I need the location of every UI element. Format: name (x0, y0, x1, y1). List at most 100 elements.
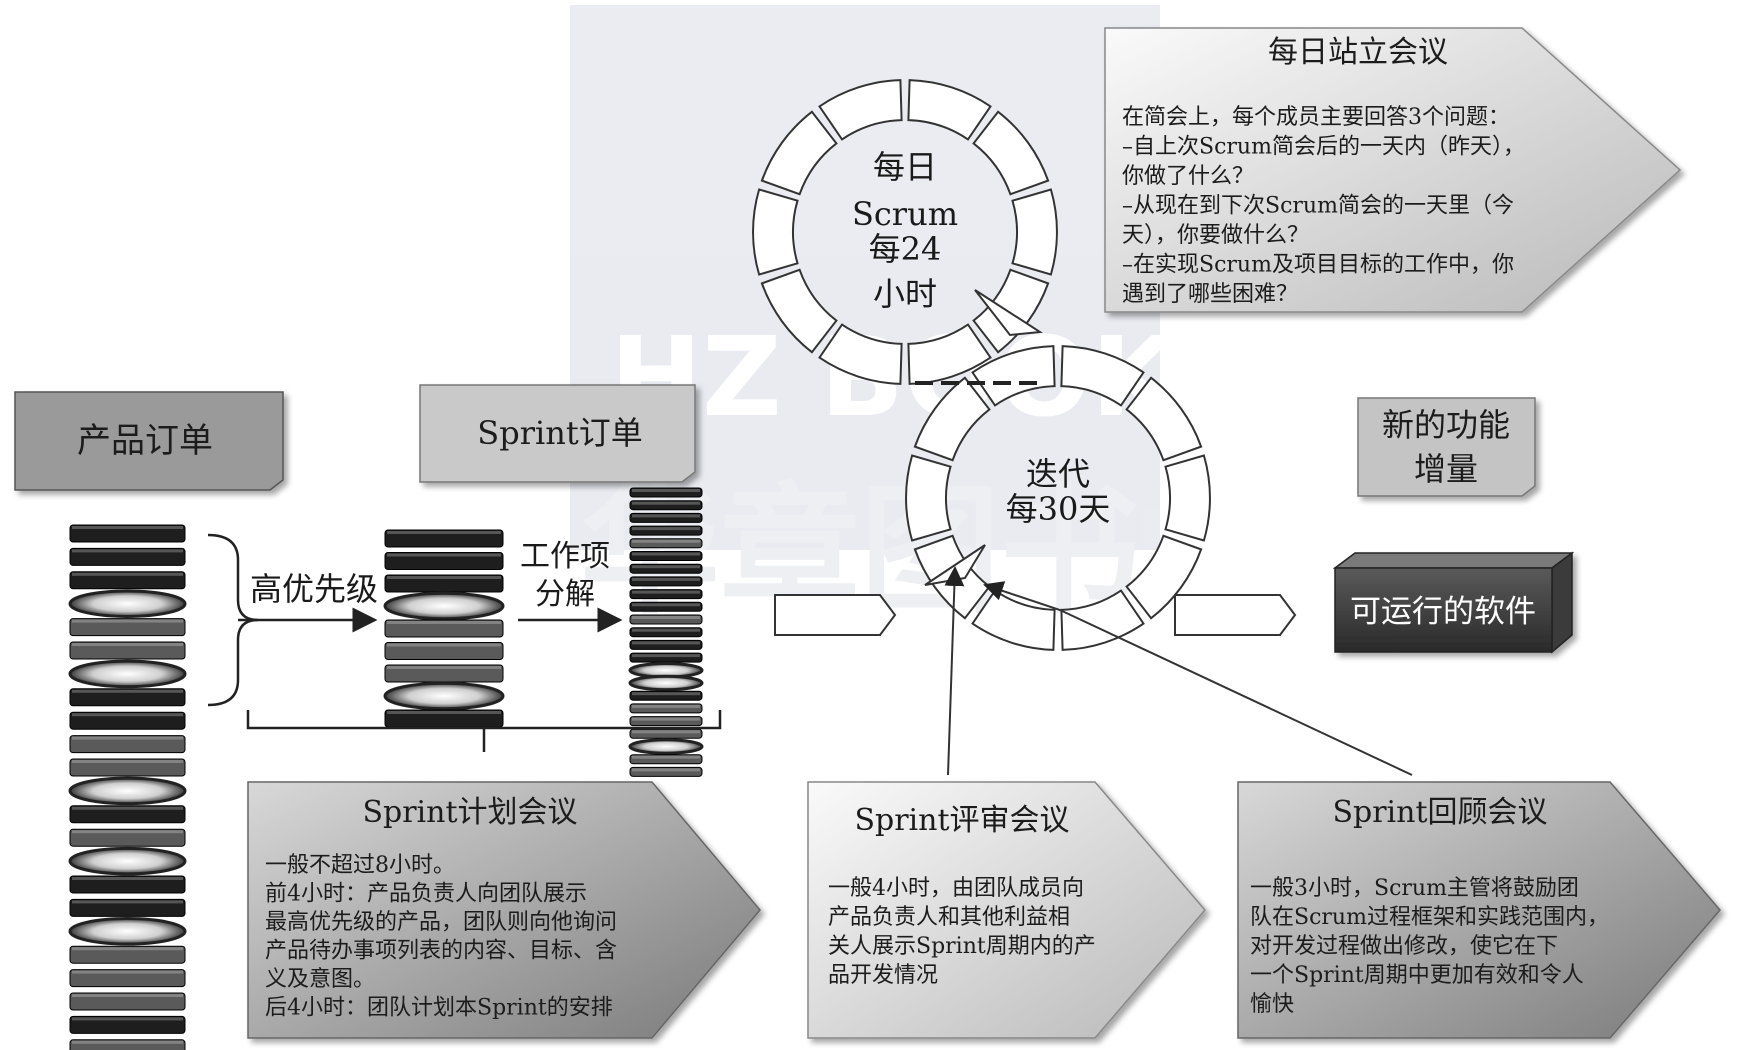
cycle-segment (972, 110, 1050, 196)
cycle-segment (1060, 589, 1145, 651)
product-backlog-stack (68, 524, 187, 1050)
backlog-item-highlight (632, 654, 700, 658)
backlog-item-bar (384, 529, 504, 548)
backlog-item-highlight (632, 603, 700, 607)
backlog-item-bar (629, 538, 703, 549)
backlog-item-highlight (387, 711, 501, 714)
cycle-input-arrow (774, 594, 897, 636)
cycle-segment (905, 454, 952, 542)
backlog-item-highlight (632, 616, 700, 619)
backlog-item-bar (629, 614, 703, 625)
backlog-item-bar (69, 688, 186, 707)
breakdown-arrow: 工作项 分解 (518, 539, 623, 633)
daily-standup-line-3: 你做了什么？ (1122, 164, 1254, 189)
backlog-item-bar (629, 500, 703, 511)
backlog-item-highlight (387, 531, 501, 534)
backlog-item-bar (384, 619, 504, 638)
cycle-segment (760, 268, 838, 354)
cycle-segment (907, 323, 992, 385)
daily-scrum-cycle (752, 79, 1058, 385)
backlog-item-bar (69, 641, 186, 660)
backlog-item-highlight (72, 643, 183, 646)
cycle-segment (1060, 345, 1145, 407)
backlog-item-highlight (632, 565, 700, 569)
backlog-item-highlight (632, 501, 700, 505)
backlog-item-bar (629, 716, 703, 727)
backlog-item-bar (69, 992, 186, 1011)
daily-standup-callout: 每日站立会议 在简会上，每个成员主要回答3个问题：–自上次Scrum简会后的一天… (1104, 27, 1682, 313)
backlog-item-highlight (72, 1017, 183, 1021)
working-software-label: 可运行的软件 (1350, 594, 1536, 630)
cycle-segment (818, 79, 903, 141)
backlog-item-ring (628, 738, 704, 755)
daily-standup-line-2: –自上次Scrum简会后的一天内（昨天）， (1122, 135, 1525, 160)
daily-cycle-line-3: 每24 (869, 230, 942, 268)
cycle-segment (752, 188, 799, 276)
daily-standup-line-6: –在实现Scrum及项目目标的工作中，你 (1122, 253, 1514, 278)
backlog-item-bar (69, 758, 186, 777)
backlog-item-highlight (632, 590, 700, 594)
backlog-item-ring (68, 659, 187, 689)
sprint-planning-line-6: 后4小时：团队计划本Sprint的安排 (265, 996, 613, 1021)
cycle-segment (1164, 454, 1211, 542)
backlog-item-highlight (632, 755, 700, 759)
backlog-item-bar (629, 627, 703, 638)
backlog-item-highlight (632, 628, 700, 632)
sprint-retro-line-1: 一般3小时，Scrum主管将鼓励团 (1250, 876, 1579, 901)
backlog-item-highlight (632, 717, 700, 721)
backlog-item-bar (629, 703, 703, 714)
sprint-planning-line-2: 前4小时：产品负责人向团队展示 (265, 882, 587, 907)
backlog-item-bar (629, 563, 703, 574)
backlog-item-highlight (72, 1040, 183, 1044)
sprint-backlog-box: Sprint订单 (419, 384, 696, 483)
backlog-item-bar (69, 524, 186, 543)
cycle-segment (1125, 534, 1203, 620)
backlog-item-bar (384, 642, 504, 660)
backlog-item-highlight (632, 692, 700, 696)
cycle-segment (907, 79, 992, 141)
backlog-item-bar (69, 875, 186, 894)
iteration-cycle-text: 迭代 每30天 (1006, 455, 1111, 528)
sprint-planning-title: Sprint计划会议 (362, 795, 577, 830)
daily-standup-line-7: 遇到了哪些困难？ (1122, 282, 1298, 307)
backlog-item-highlight (72, 572, 183, 576)
daily-standup-line-4: –从现在到下次Scrum简会的一天里（今 (1122, 194, 1514, 219)
daily-cycle-line-1: 每日 (873, 148, 937, 186)
cycle-output-arrow (1174, 594, 1297, 636)
sprint-planning-callout: Sprint计划会议 一般不超过8小时。前4小时：产品负责人向团队展示最高优先级… (247, 781, 761, 1039)
cycle-segment (971, 589, 1056, 651)
sprint-planning-line-1: 一般不超过8小时。 (265, 853, 455, 878)
backlog-item-bar (69, 945, 186, 964)
cycle-segment (1011, 188, 1058, 276)
backlog-item-highlight (632, 768, 700, 772)
backlog-item-ring (68, 589, 187, 618)
priority-backlog-stack (383, 529, 505, 728)
sprint-retro-line-2: 队在Scrum过程框架和实践范围内， (1250, 905, 1609, 930)
breakdown-arrow-label-2: 分解 (535, 577, 595, 612)
sprint-review-body: 一般4小时，由团队成员向产品负责人和其他利益相关人展示Sprint周期内的产品开… (828, 876, 1096, 988)
backlog-item-highlight (72, 549, 183, 553)
sprint-review-title: Sprint评审会议 (854, 803, 1069, 838)
sprint-retro-callout: Sprint回顾会议 一般3小时，Scrum主管将鼓励团队在Scrum过程框架和… (1237, 781, 1721, 1039)
product-backlog-box: 产品订单 (14, 391, 284, 491)
backlog-item-bar (69, 1015, 186, 1034)
sprint-planning-body: 一般不超过8小时。前4小时：产品负责人向团队展示最高优先级的产品，团队则向他询问… (265, 853, 617, 1021)
backlog-item-bar (69, 547, 186, 566)
iteration-cycle-line-1: 迭代 (1026, 455, 1090, 493)
backlog-item-highlight (632, 539, 700, 543)
backlog-item-highlight (632, 641, 700, 645)
priority-arrow-label: 高优先级 (250, 570, 378, 608)
backlog-item-highlight (387, 643, 501, 647)
cycle-segment (971, 345, 1056, 407)
backlog-item-bar (629, 512, 703, 523)
working-software-cube: 可运行的软件 (1332, 551, 1575, 654)
backlog-item-highlight (72, 689, 183, 693)
backlog-item-ring (383, 681, 505, 711)
backlog-item-highlight (632, 489, 700, 492)
backlog-item-highlight (72, 947, 183, 951)
backlog-item-bar (69, 898, 186, 917)
backlog-item-highlight (632, 552, 700, 556)
backlog-item-highlight (632, 704, 700, 708)
backlog-item-highlight (387, 576, 501, 579)
